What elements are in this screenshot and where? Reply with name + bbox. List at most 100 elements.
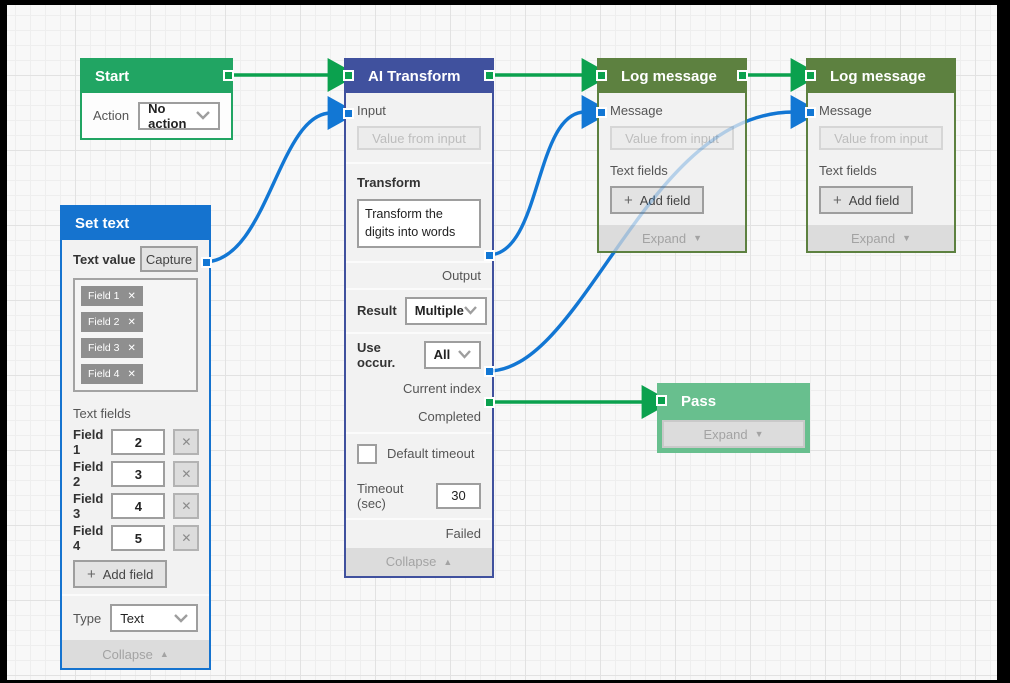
remove-field-button[interactable]: ✕ bbox=[173, 525, 199, 551]
expand-button[interactable]: Expand ▼ bbox=[662, 420, 805, 448]
collapse-button[interactable]: Collapse ▲ bbox=[346, 548, 492, 576]
result-select-value: Multiple bbox=[415, 303, 464, 318]
start-output-port[interactable] bbox=[223, 70, 234, 81]
log1-input-flow-port[interactable] bbox=[596, 70, 607, 81]
failed-label: Failed bbox=[346, 520, 492, 548]
log1-output-flow-port[interactable] bbox=[737, 70, 748, 81]
message-value-field[interactable] bbox=[819, 126, 943, 150]
frame-left bbox=[0, 0, 7, 683]
collapse-button[interactable]: Collapse ▲ bbox=[62, 640, 209, 668]
ai-transform-input-flow-port[interactable] bbox=[343, 70, 354, 81]
default-timeout-checkbox[interactable] bbox=[357, 444, 377, 464]
node-log-message-1[interactable]: Log message Message Text fields + Add fi… bbox=[597, 58, 747, 253]
use-occur-label: Use occur. bbox=[357, 340, 416, 370]
text-fields-label: Text fields bbox=[610, 163, 734, 178]
chip-field-1[interactable]: Field 1 ✕ bbox=[81, 286, 143, 306]
close-icon: ✕ bbox=[181, 531, 191, 545]
field-1-input[interactable] bbox=[111, 429, 165, 455]
input-value-port[interactable] bbox=[343, 108, 354, 119]
field-4-input[interactable] bbox=[111, 525, 165, 551]
close-icon[interactable]: ✕ bbox=[128, 343, 136, 354]
expand-button[interactable]: Expand ▼ bbox=[599, 225, 745, 251]
transform-textarea[interactable]: Transform the digits into words bbox=[357, 199, 481, 248]
add-field-button[interactable]: + Add field bbox=[610, 186, 704, 214]
close-icon[interactable]: ✕ bbox=[128, 317, 136, 328]
node-ai-transform-header[interactable]: AI Transform bbox=[346, 60, 492, 93]
close-icon: ✕ bbox=[181, 499, 191, 513]
close-icon[interactable]: ✕ bbox=[128, 291, 136, 302]
action-select[interactable]: No action bbox=[138, 102, 220, 130]
add-icon: + bbox=[87, 566, 96, 583]
node-log-message-2-header[interactable]: Log message bbox=[808, 60, 954, 93]
timeout-input[interactable] bbox=[436, 483, 481, 509]
field-3-input[interactable] bbox=[111, 493, 165, 519]
expand-down-icon: ▼ bbox=[693, 233, 702, 243]
capture-button[interactable]: Capture bbox=[140, 246, 198, 272]
chevron-down-icon bbox=[464, 303, 477, 318]
field-2-input[interactable] bbox=[111, 461, 165, 487]
action-label: Action bbox=[93, 108, 129, 123]
output-label: Output bbox=[346, 263, 492, 288]
node-start[interactable]: Start Action No action bbox=[80, 58, 233, 140]
log2-message-port[interactable] bbox=[805, 107, 816, 118]
add-icon: + bbox=[624, 192, 633, 209]
remove-field-button[interactable]: ✕ bbox=[173, 429, 199, 455]
current-index-port[interactable] bbox=[484, 366, 495, 377]
message-value-field[interactable] bbox=[610, 126, 734, 150]
connection-output-to-log1-message bbox=[488, 112, 585, 255]
field-row-4: Field 4 ✕ bbox=[62, 522, 209, 554]
use-occur-select-value: All bbox=[434, 347, 451, 362]
node-title: Pass bbox=[681, 393, 716, 410]
node-log-message-1-header[interactable]: Log message bbox=[599, 60, 745, 93]
add-icon: + bbox=[833, 192, 842, 209]
expand-button[interactable]: Expand ▼ bbox=[808, 225, 954, 251]
chip-field-4[interactable]: Field 4 ✕ bbox=[81, 364, 143, 384]
completed-port[interactable] bbox=[484, 397, 495, 408]
collapse-up-icon: ▲ bbox=[160, 649, 169, 659]
message-label: Message bbox=[819, 103, 943, 118]
add-field-button[interactable]: + Add field bbox=[73, 560, 167, 588]
chevron-down-icon bbox=[174, 611, 188, 626]
expand-down-icon: ▼ bbox=[902, 233, 911, 243]
frame-top bbox=[0, 0, 1010, 5]
chevron-down-icon bbox=[458, 347, 471, 362]
pass-input-flow-port[interactable] bbox=[656, 395, 667, 406]
add-field-button[interactable]: + Add field bbox=[819, 186, 913, 214]
text-value-output-port[interactable] bbox=[201, 257, 212, 268]
text-fields-label: Text fields bbox=[819, 163, 943, 178]
node-set-text[interactable]: Set text Text value Capture Field 1 ✕ Fi… bbox=[60, 205, 211, 670]
remove-field-button[interactable]: ✕ bbox=[173, 461, 199, 487]
close-icon[interactable]: ✕ bbox=[128, 369, 136, 380]
node-title: AI Transform bbox=[368, 68, 461, 85]
default-timeout-label: Default timeout bbox=[387, 446, 474, 461]
result-label: Result bbox=[357, 303, 397, 318]
chip-field-3[interactable]: Field 3 ✕ bbox=[81, 338, 143, 358]
node-set-text-header[interactable]: Set text bbox=[62, 207, 209, 240]
log1-message-port[interactable] bbox=[596, 107, 607, 118]
type-label: Type bbox=[73, 611, 101, 626]
text-value-chips: Field 1 ✕ Field 2 ✕ Field 3 ✕ Field 4 ✕ bbox=[73, 278, 198, 392]
use-occur-select[interactable]: All bbox=[424, 341, 481, 369]
ai-transform-output-flow-port[interactable] bbox=[484, 70, 495, 81]
node-pass[interactable]: Pass Expand ▼ bbox=[657, 383, 810, 453]
node-title: Log message bbox=[830, 68, 926, 85]
node-start-header[interactable]: Start bbox=[82, 60, 231, 93]
node-ai-transform[interactable]: AI Transform Input Transform Transform t… bbox=[344, 58, 494, 578]
text-fields-label: Text fields bbox=[62, 400, 209, 426]
current-index-label: Current index bbox=[346, 376, 492, 402]
node-pass-header[interactable]: Pass bbox=[659, 385, 808, 418]
action-select-value: No action bbox=[148, 101, 196, 131]
type-select[interactable]: Text bbox=[110, 604, 198, 632]
output-value-port[interactable] bbox=[484, 250, 495, 261]
input-label: Input bbox=[357, 103, 481, 118]
input-value-field[interactable] bbox=[357, 126, 481, 150]
chip-field-2[interactable]: Field 2 ✕ bbox=[81, 312, 143, 332]
transform-label: Transform bbox=[357, 175, 481, 190]
remove-field-button[interactable]: ✕ bbox=[173, 493, 199, 519]
field-row-3: Field 3 ✕ bbox=[62, 490, 209, 522]
result-select[interactable]: Multiple bbox=[405, 297, 487, 325]
log2-input-flow-port[interactable] bbox=[805, 70, 816, 81]
node-title: Start bbox=[95, 68, 129, 85]
node-log-message-2[interactable]: Log message Message Text fields + Add fi… bbox=[806, 58, 956, 253]
